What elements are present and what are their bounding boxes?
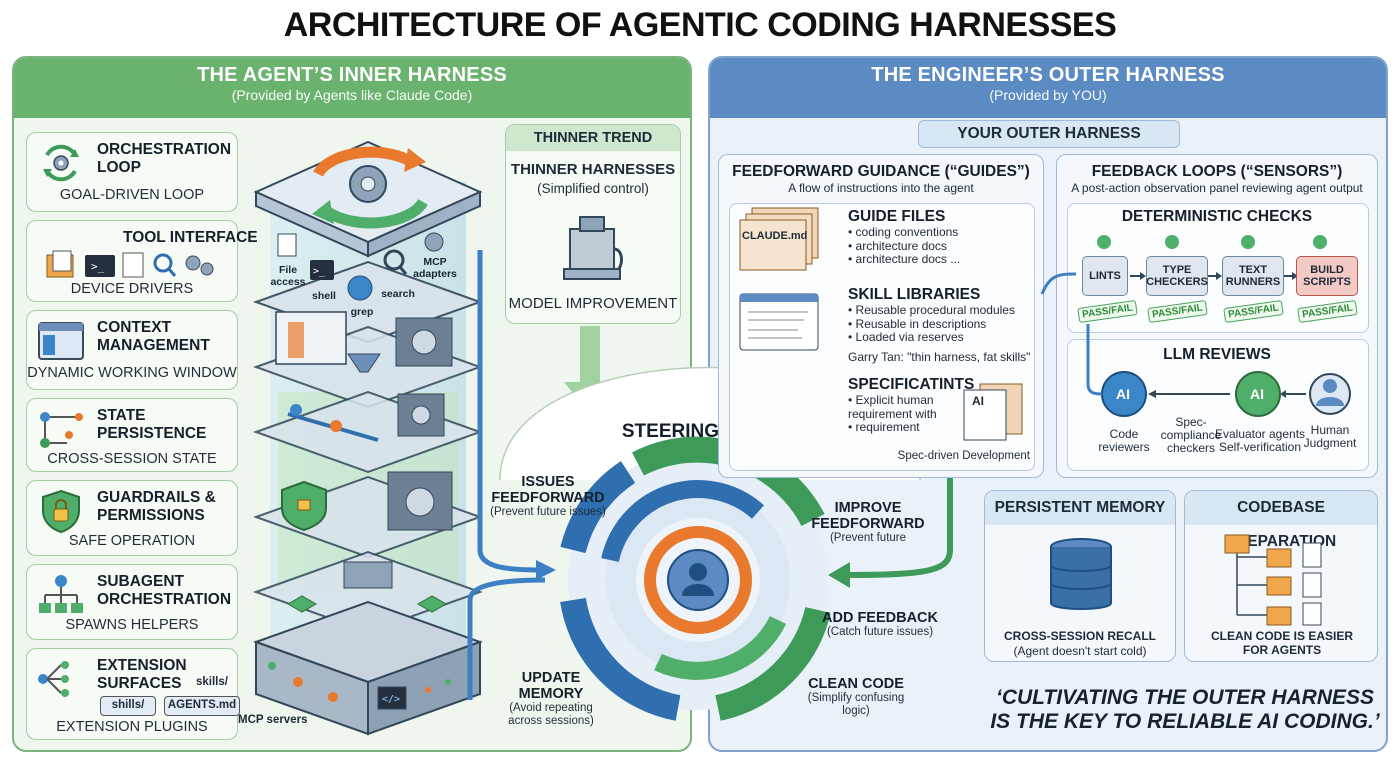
closing-quote: ‘CULTIVATING THE OUTER HARNESS IS THE KE…	[990, 686, 1380, 733]
improve-feedforward-label: IMPROVE FEEDFORWARD (Prevent future	[811, 500, 925, 544]
memory-recall-sub: (Agent doesn't start cold)	[1013, 644, 1147, 658]
outer-harness-subheading: (Provided by YOU)	[989, 87, 1107, 103]
harness-stack-illustration: >_ </>	[253, 140, 483, 736]
ai-doc-label: AI	[972, 394, 984, 408]
human-judgment-label: Human Judgment	[1303, 423, 1357, 450]
type-checkers-check: TYPE CHECKERS	[1146, 256, 1208, 296]
card-title: ORCHESTRATION LOOP	[97, 141, 232, 176]
mcp-adapters-label: MCP adapters	[413, 256, 457, 280]
persistent-memory-title: PERSISTENT MEMORY	[985, 491, 1175, 525]
card-title: CONTEXT MANAGEMENT	[97, 319, 210, 354]
outer-harness-heading: THE ENGINEER’S OUTER HARNESS	[871, 64, 1225, 86]
card-orchestration-loop: ORCHESTRATION LOOP GOAL-DRIVEN LOOP	[26, 132, 238, 212]
card-context-management: CONTEXT MANAGEMENT DYNAMIC WORKING WINDO…	[26, 310, 238, 390]
check-flow-arrows	[1097, 235, 1327, 280]
card-title: TOOL INTERFACE	[123, 229, 258, 246]
card-subtitle: SAFE OPERATION	[68, 533, 196, 549]
guides-title: FEEDFORWARD GUIDANCE (“GUIDES”)	[732, 163, 1030, 180]
sensors-sub: A post-action observation panel reviewin…	[1071, 181, 1363, 195]
file-access-label: File access	[270, 264, 306, 288]
sensor-connector-arrows	[1040, 272, 1103, 396]
card-guardrails: GUARDRAILS & PERMISSIONS SAFE OPERATION	[26, 480, 238, 556]
card-subtitle: EXTENSION PLUGINS	[56, 719, 208, 735]
guide-files-section: GUIDE FILES • coding conventions • archi…	[848, 208, 961, 266]
llm-review-icons	[1101, 371, 1351, 417]
card-title: EXTENSION SURFACES	[97, 657, 187, 692]
ai-document-icon	[963, 383, 1023, 441]
folder-tree-icon	[1224, 534, 1322, 626]
llm-reviews-title: LLM REVIEWS	[1163, 346, 1271, 363]
clean-code-label: CLEAN CODE (Simplify confusing logic)	[807, 676, 905, 717]
search-label: search	[381, 288, 415, 300]
thinner-harnesses-sub: (Simplified control)	[537, 181, 649, 196]
steering-loop-diagram	[467, 250, 953, 721]
card-subtitle: GOAL-DRIVEN LOOP	[59, 187, 205, 203]
shills-tag: shills/	[100, 696, 156, 716]
plugin-tree-icon	[38, 661, 69, 697]
page-title: ARCHITECTURE OF AGENTIC CODING HARNESSES	[283, 6, 1117, 44]
specifications-section: SPECIFICATINTS • Explicit human requirem…	[848, 376, 975, 434]
ai-badge-evaluator: AI	[1250, 386, 1264, 402]
card-extension-surfaces: EXTENSION SURFACES EXTENSION PLUGINS	[26, 648, 238, 740]
card-subtitle: DEVICE DRIVERS	[70, 281, 194, 297]
inner-harness-subheading: (Provided by Agents like Claude Code)	[231, 87, 473, 103]
codebase-preparation-box: CODEBASE PREPARATION CLEAN CODE IS EASIE…	[1184, 490, 1378, 662]
inner-harness-heading: THE AGENT’S INNER HARNESS	[197, 64, 507, 86]
card-state-persistence: STATE PERSISTENCE CROSS-SESSION STATE	[26, 398, 238, 472]
tool-icons: >_	[46, 250, 214, 278]
thinner-trend-box: THINNER TREND THINNER HARNESSES (Simplif…	[505, 124, 681, 324]
shield-lock-icon	[42, 489, 80, 534]
thinner-harnesses-title: THINNER HARNESSES	[510, 161, 676, 178]
skill-libraries-section: SKILL LIBRARIES • Reusable procedural mo…	[848, 286, 1031, 364]
svg-text:>_: >_	[313, 266, 326, 277]
deterministic-checks-title: DETERMINISTIC CHECKS	[1121, 208, 1313, 225]
spec-compliance-label: Spec-compliance checkers	[1160, 415, 1222, 455]
codebase-preparation-title: CODEBASE PREPARATION	[1185, 491, 1377, 550]
mcp-servers-label: MCP servers	[238, 714, 308, 726]
card-subagent: SUBAGENT ORCHESTRATION SPAWNS HELPERS	[26, 564, 238, 640]
code-reviewers-label: Code reviewers	[1098, 427, 1150, 454]
guides-sub: A flow of instructions into the agent	[788, 181, 974, 195]
agents-md-tag: AGENTS.md	[164, 696, 240, 716]
hierarchy-icon	[39, 575, 83, 613]
add-feedback-label: ADD FEEDBACK (Catch future issues)	[822, 610, 938, 638]
sensors-title: FEEDBACK LOOPS (“SENSORS”)	[1091, 163, 1343, 180]
text-runners-check: TEXT RUNNERS	[1222, 256, 1284, 296]
evaluator-agents-label: Evaluator agents Self-verification	[1214, 427, 1306, 454]
cycle-gear-icon	[43, 144, 79, 182]
skill-doc-icon	[739, 293, 819, 351]
card-subtitle: DYNAMIC WORKING WINDOW	[27, 365, 237, 381]
database-icon	[1050, 538, 1112, 610]
codebase-label: CLEAN CODE IS EASIER FOR AGENTS	[1210, 629, 1354, 657]
lints-check: LINTS	[1082, 256, 1128, 296]
thinner-trend-header: THINNER TREND	[506, 125, 680, 151]
skills-label: skills/	[196, 676, 228, 688]
svg-text:</>: </>	[382, 694, 400, 705]
card-tool-interface: TOOL INTERFACE >_ DEVICE DRIVERS	[26, 220, 258, 302]
build-scripts-check: BUILD SCRIPTS	[1296, 256, 1358, 296]
shell-label: shell	[312, 290, 336, 302]
thin-machine-icon	[563, 216, 623, 280]
issues-feedforward-label: ISSUES FEEDFORWARD (Prevent future issue…	[490, 474, 606, 518]
grep-label: grep	[350, 306, 374, 318]
card-title: GUARDRAILS & PERMISSIONS	[97, 489, 216, 524]
card-title: SUBAGENT ORCHESTRATION	[97, 573, 232, 608]
card-title: STATE PERSISTENCE	[97, 407, 207, 442]
claude-md-files-icon	[739, 207, 819, 271]
update-memory-label: UPDATE MEMORY (Avoid repeating across se…	[508, 670, 594, 727]
card-subtitle: CROSS-SESSION STATE	[47, 451, 217, 467]
window-icon	[38, 322, 84, 360]
claude-md-label: CLAUDE.md	[742, 230, 808, 242]
card-subtitle: SPAWNS HELPERS	[65, 617, 199, 633]
svg-text:>_: >_	[91, 260, 105, 273]
ai-badge-code: AI	[1116, 386, 1130, 402]
model-improvement-label: MODEL IMPROVEMENT	[508, 295, 678, 312]
your-outer-harness-label: YOUR OUTER HARNESS	[918, 120, 1180, 148]
memory-recall-label: CROSS-SESSION RECALL	[1003, 629, 1156, 643]
persistent-memory-box: PERSISTENT MEMORY CROSS-SESSION RECALL (…	[984, 490, 1176, 662]
spec-driven-label: Spec-driven Development	[897, 450, 1030, 462]
state-graph-icon	[40, 412, 83, 448]
